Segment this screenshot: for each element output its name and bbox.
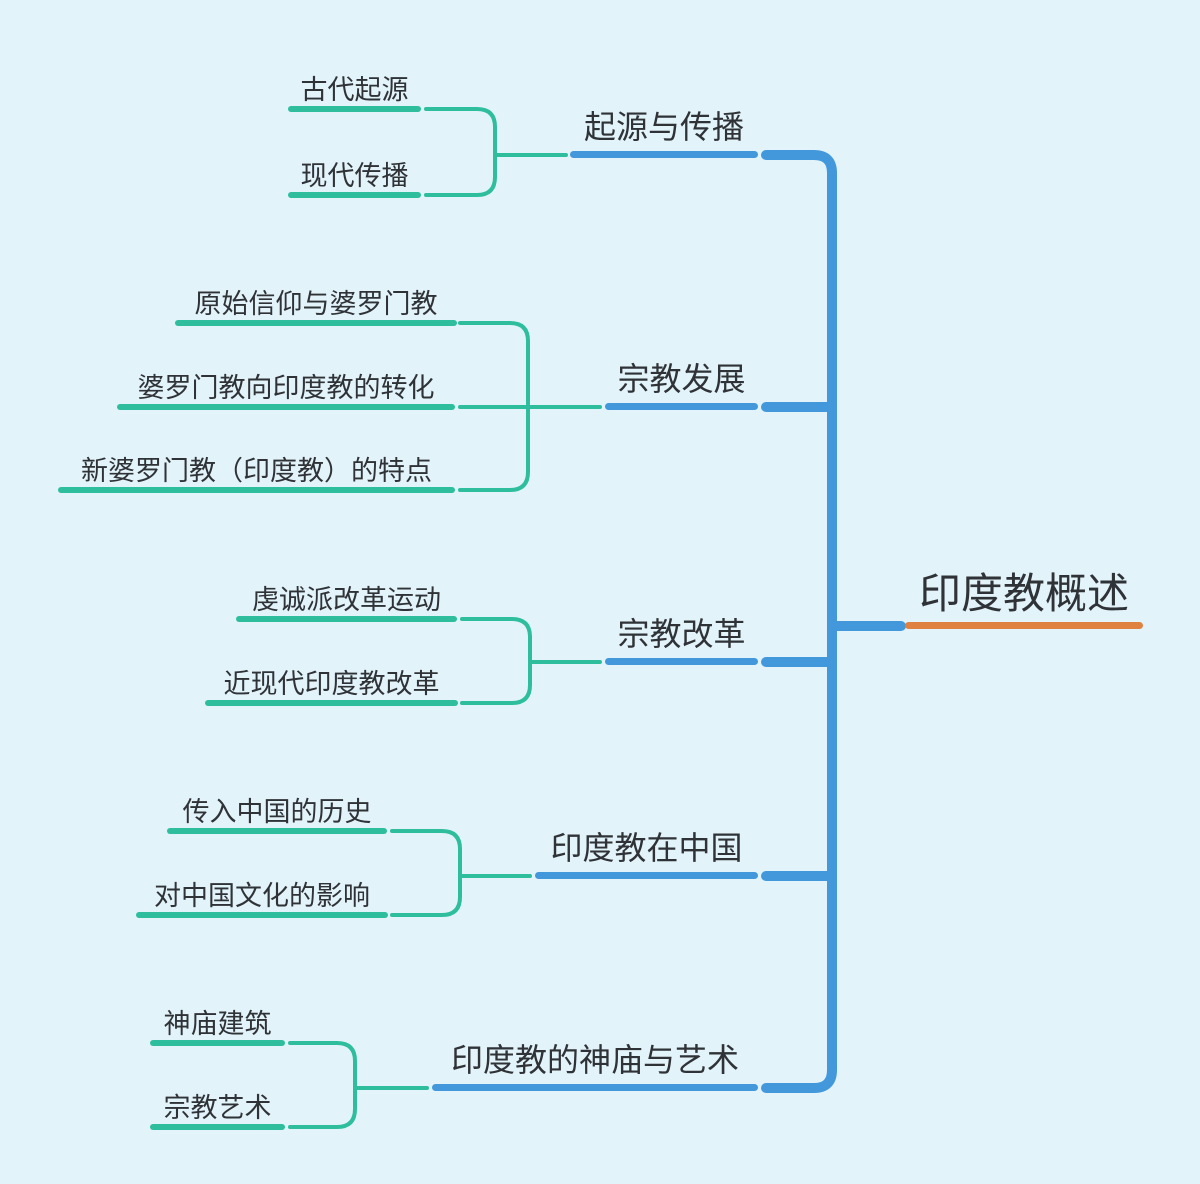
sub-underline: [58, 487, 455, 493]
connector-spine: [761, 150, 837, 1093]
sub-underline: [236, 616, 457, 622]
sub-underline: [288, 106, 421, 112]
connector-children-religious-reform: [460, 617, 602, 705]
connector-children-religious-development: [458, 321, 602, 492]
sub-underline: [136, 912, 388, 918]
sub-label[interactable]: 虔诚派改革运动: [252, 585, 441, 616]
connector-children-origin-spread: [424, 107, 568, 197]
sub-label[interactable]: 近现代印度教改革: [223, 669, 440, 700]
branch-underline: [605, 658, 758, 665]
sub-label[interactable]: 婆罗门教向印度教的转化: [137, 373, 435, 404]
sub-underline: [167, 828, 387, 834]
branch-label[interactable]: 宗教改革: [617, 616, 746, 652]
root-label[interactable]: 印度教概述: [918, 569, 1130, 617]
branch-underline: [605, 403, 758, 410]
branch-label[interactable]: 印度教在中国: [550, 830, 743, 866]
sub-label[interactable]: 对中国文化的影响: [154, 881, 370, 912]
sub-label[interactable]: 现代传播: [300, 161, 409, 192]
sub-underline: [150, 1040, 285, 1046]
sub-underline: [117, 404, 455, 410]
sub-label[interactable]: 新婆罗门教（印度教）的特点: [81, 456, 432, 487]
sub-label[interactable]: 宗教艺术: [163, 1093, 272, 1124]
sub-underline: [150, 1124, 285, 1130]
sub-underline: [175, 320, 457, 326]
sub-label[interactable]: 原始信仰与婆罗门教: [194, 289, 438, 320]
branch-underline: [535, 872, 758, 879]
branch-underline: [570, 151, 758, 158]
root-underline: [905, 622, 1143, 629]
connector-children-hinduism-in-china: [390, 829, 532, 917]
sub-underline: [205, 700, 458, 706]
branch-underline: [432, 1084, 758, 1091]
branch-label[interactable]: 宗教发展: [617, 361, 746, 397]
branch-label[interactable]: 印度教的神庙与艺术: [450, 1042, 740, 1078]
sub-label[interactable]: 神庙建筑: [163, 1009, 272, 1040]
branch-label[interactable]: 起源与传播: [583, 109, 745, 145]
connector-children-temples-art: [288, 1041, 429, 1129]
sub-label[interactable]: 古代起源: [300, 75, 409, 106]
sub-label[interactable]: 传入中国的历史: [182, 797, 372, 828]
sub-underline: [288, 192, 421, 198]
